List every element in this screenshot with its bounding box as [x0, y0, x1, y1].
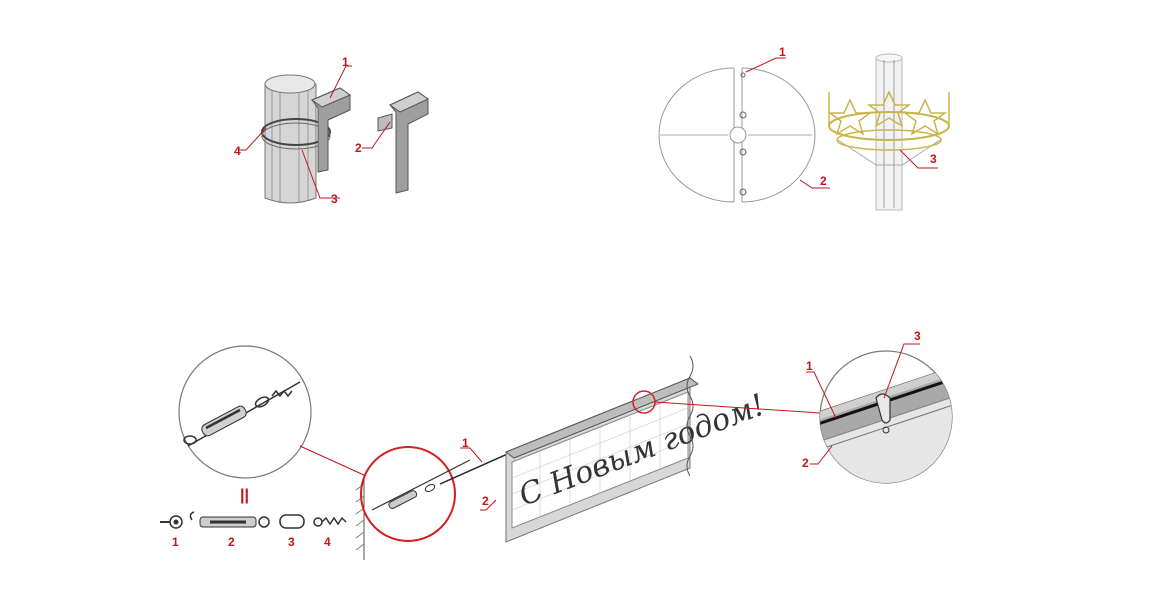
hardware-label-2: 2: [228, 535, 235, 549]
disc-label-1: 1: [779, 45, 786, 59]
pole-bracket-figure: 1 4 3 2: [234, 55, 429, 206]
hardware-label-4: 4: [324, 535, 331, 549]
disc-mount-figure: 1 2 3: [658, 45, 950, 211]
screw-hook-icon: [313, 517, 323, 527]
pole-label-4: 4: [234, 144, 241, 158]
detail-label-2: 2: [802, 456, 809, 470]
equals-sign: ||: [240, 487, 249, 504]
hardware-label-3: 3: [288, 535, 295, 549]
banner-label-2: 2: [482, 494, 489, 508]
eye-bolt-icon: [169, 515, 183, 529]
pole-label-2: 2: [355, 141, 362, 155]
hardware-set: [160, 511, 347, 529]
pole-label-1: 1: [342, 55, 349, 69]
detail-label-3: 3: [914, 329, 921, 343]
detail-label-1: 1: [806, 359, 813, 373]
banner-label-1: 1: [462, 436, 469, 450]
disc-label-2: 2: [820, 174, 827, 188]
zoom-circle-cable: [360, 446, 456, 542]
pole-label-3: 3: [331, 192, 338, 206]
clip-detail-figure: 1 3 2: [802, 329, 953, 484]
disc-label-3: 3: [930, 152, 937, 166]
carabiner-icon: [279, 514, 305, 529]
banner-figure: 1 С Новым годом! 2 ||: [160, 345, 821, 560]
hardware-label-1: 1: [172, 535, 179, 549]
